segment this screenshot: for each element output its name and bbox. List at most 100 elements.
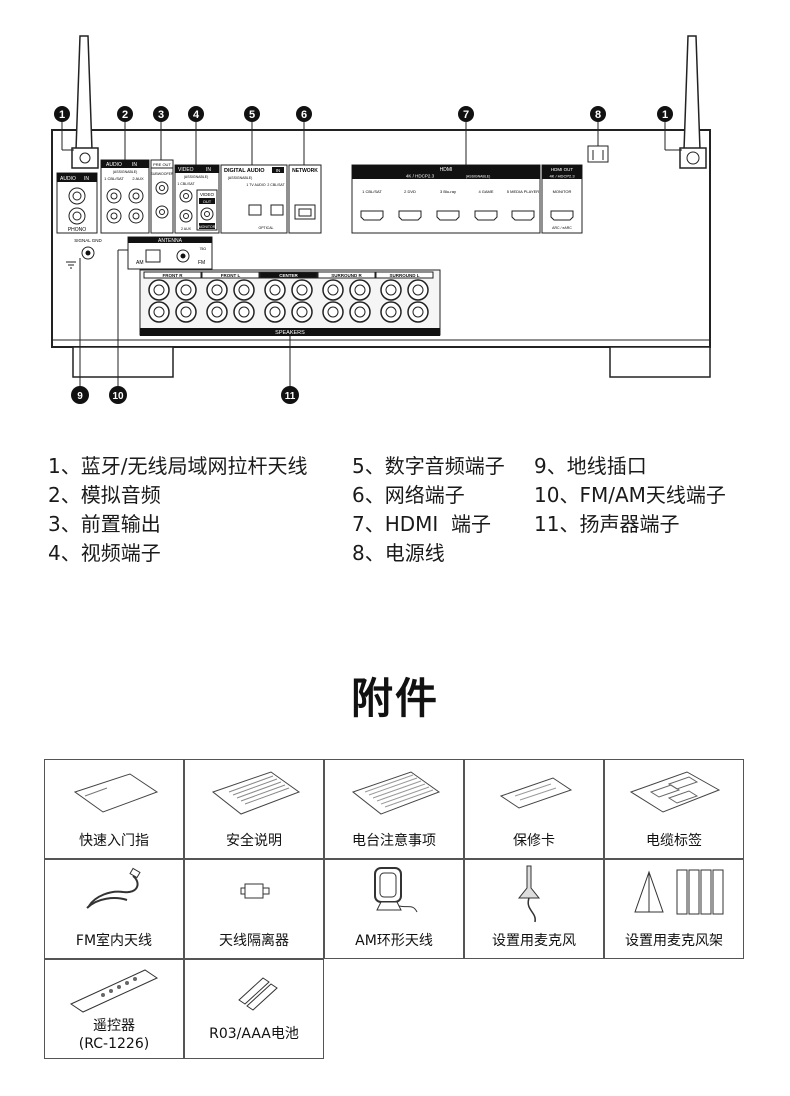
svg-text:IN: IN bbox=[276, 168, 281, 173]
svg-text:IN: IN bbox=[206, 167, 211, 173]
am-loop-antenna-icon bbox=[374, 867, 418, 913]
callout-markers-bottom: 9 10 11 bbox=[71, 386, 299, 404]
svg-text:AUDIO: AUDIO bbox=[106, 162, 122, 168]
legend-item-1: 1、蓝牙/无线局域网拉杆天线 bbox=[48, 454, 308, 478]
legend-item-7: 7、HDMI 端子 bbox=[352, 512, 492, 536]
svg-text:3 Blu-ray: 3 Blu-ray bbox=[440, 189, 456, 194]
svg-text:1 CBL/SAT: 1 CBL/SAT bbox=[177, 182, 195, 186]
accessory-safety-sheet: 安全说明 bbox=[184, 759, 324, 859]
svg-text:MONITOR: MONITOR bbox=[199, 225, 216, 229]
svg-text:HDMI: HDMI bbox=[440, 167, 453, 173]
svg-text:1 TV AUDIO: 1 TV AUDIO bbox=[246, 183, 265, 187]
legend-item-4: 4、视频端子 bbox=[48, 541, 161, 565]
svg-text:PRE OUT: PRE OUT bbox=[153, 162, 171, 167]
hdmi-out-block: HDMI OUT 4K / HDCP2.3 MONITOR ARC / eARC bbox=[541, 164, 583, 234]
accessory-label: 天线隔离器 bbox=[219, 933, 289, 949]
accessory-fm-antenna: FM室内天线 bbox=[44, 859, 184, 959]
speaker-group-label: CENTER bbox=[279, 273, 298, 278]
signal-gnd-block: SIGNAL GND bbox=[66, 238, 103, 269]
power-cord bbox=[587, 145, 609, 163]
accessory-label: R03/AAA电池 bbox=[209, 1026, 299, 1042]
accessory-am-loop-antenna: AM环形天线 bbox=[324, 859, 464, 959]
chassis-outline bbox=[51, 129, 711, 348]
accessory-microphone-stand: 设置用麦克风架 bbox=[604, 859, 744, 959]
svg-text:IN: IN bbox=[84, 176, 89, 182]
speaker-group-1: FRONT R bbox=[143, 271, 202, 323]
accessory-cable-label: 电缆标签 bbox=[604, 759, 744, 859]
connector-legend: 1、蓝牙/无线局域网拉杆天线 2、模拟音频 3、前置输出 4、视频端子 5、数字… bbox=[0, 450, 790, 580]
accessory-label: FM室内天线 bbox=[75, 933, 153, 949]
svg-text:FM: FM bbox=[198, 260, 205, 266]
speaker-group-label: FRONT R bbox=[163, 273, 184, 278]
svg-text:VIDEO: VIDEO bbox=[200, 192, 215, 197]
svg-text:HDMI OUT: HDMI OUT bbox=[551, 167, 573, 172]
svg-text:(ASSIGNABLE): (ASSIGNABLE) bbox=[466, 175, 491, 179]
callout-11: 11 bbox=[285, 391, 296, 402]
warranty-card-icon bbox=[499, 777, 573, 809]
svg-text:SUBWOOFER: SUBWOOFER bbox=[151, 172, 174, 176]
speaker-group-4: SURROUND R bbox=[317, 271, 376, 323]
accessory-remote-control: 遥控器 (RC-1226) bbox=[44, 959, 184, 1059]
pre-out-block: PRE OUT SUBWOOFER bbox=[150, 159, 174, 234]
notes-sheet-icon bbox=[351, 771, 441, 815]
left-antenna bbox=[71, 35, 99, 169]
accessories-title: 附件 bbox=[350, 674, 439, 723]
callout-1a: 1 bbox=[59, 109, 65, 121]
quick-guide-icon bbox=[73, 773, 159, 813]
speaker-group-2: FRONT L bbox=[201, 271, 260, 323]
callout-7: 7 bbox=[463, 109, 469, 121]
callout-4: 4 bbox=[193, 109, 200, 121]
svg-text:SPEAKERS: SPEAKERS bbox=[275, 330, 305, 336]
remote-control-icon bbox=[69, 969, 159, 1013]
svg-text:(ASSIGNABLE): (ASSIGNABLE) bbox=[228, 176, 253, 180]
safety-sheet-icon bbox=[211, 771, 301, 815]
callout-9: 9 bbox=[77, 391, 83, 402]
audio-assignable-block: AUDIO IN (ASSIGNABLE) 1 CBL/SAT 2 AUX bbox=[100, 159, 150, 234]
speakers-block: SPEAKERS FRONT R FRONT L CENTER SURROUND R S… bbox=[139, 269, 441, 336]
rear-panel-diagram: 1 2 3 4 5 6 7 8 1 AUDIO IN PHONO AUDIO I… bbox=[51, 35, 711, 404]
digital-audio-block: DIGITAL AUDIO IN (ASSIGNABLE) 1 TV AUDIO… bbox=[220, 164, 288, 234]
accessory-label: 设置用麦克风 bbox=[492, 933, 576, 949]
callout-3: 3 bbox=[158, 109, 164, 121]
svg-text:2 DVD: 2 DVD bbox=[404, 189, 416, 194]
accessory-label: 电缆标签 bbox=[646, 833, 702, 849]
accessory-notes-sheet: 电台注意事项 bbox=[324, 759, 464, 859]
svg-text:75Ω: 75Ω bbox=[199, 247, 206, 251]
speaker-group-label: SURROUND L bbox=[390, 273, 420, 278]
svg-text:4K / HDCP2.3: 4K / HDCP2.3 bbox=[406, 174, 435, 179]
svg-text:4K / HDCP2.3: 4K / HDCP2.3 bbox=[549, 174, 575, 179]
svg-text:ARC / eARC: ARC / eARC bbox=[552, 226, 572, 230]
callout-5: 5 bbox=[249, 109, 255, 121]
right-antenna bbox=[679, 35, 707, 169]
accessory-setup-microphone: 设置用麦克风 bbox=[464, 859, 604, 959]
legend-item-10: 10、FM/AM天线端子 bbox=[534, 483, 726, 507]
accessory-label: 快速入门指 bbox=[79, 833, 149, 849]
callout-1b: 1 bbox=[662, 109, 668, 121]
cable-label-icon bbox=[629, 771, 721, 813]
batteries-icon bbox=[238, 977, 278, 1011]
legend-item-9: 9、地线插口 bbox=[534, 454, 647, 478]
svg-text:VIDEO: VIDEO bbox=[178, 167, 194, 173]
accessory-antenna-isolator: 天线隔离器 bbox=[184, 859, 324, 959]
accessory-batteries: R03/AAA电池 bbox=[184, 959, 324, 1059]
legend-item-5: 5、数字音频端子 bbox=[352, 454, 505, 478]
legend-item-11: 11、扬声器端子 bbox=[534, 512, 680, 536]
svg-text:MONITOR: MONITOR bbox=[553, 189, 572, 194]
svg-text:SIGNAL GND: SIGNAL GND bbox=[74, 238, 102, 243]
setup-microphone-icon bbox=[517, 865, 541, 923]
hdmi-in-block: HDMI 4K / HDCP2.3 (ASSIGNABLE) 1 CBL/SAT… bbox=[351, 164, 541, 234]
network-block: NETWORK bbox=[288, 164, 322, 234]
svg-text:2 AUX: 2 AUX bbox=[132, 176, 144, 181]
legend-item-2: 2、模拟音频 bbox=[48, 483, 161, 507]
antenna-block: ANTENNA AM 75Ω FM bbox=[127, 236, 213, 270]
svg-text:5 MEDIA PLAYER: 5 MEDIA PLAYER bbox=[507, 189, 539, 194]
microphone-stand-icon bbox=[634, 869, 724, 915]
svg-text:4 GAME: 4 GAME bbox=[478, 189, 493, 194]
antenna-isolator-icon bbox=[240, 883, 270, 899]
svg-text:OPTICAL: OPTICAL bbox=[259, 226, 274, 230]
svg-text:DIGITAL AUDIO: DIGITAL AUDIO bbox=[224, 168, 265, 174]
svg-text:AM: AM bbox=[136, 260, 144, 266]
legend-item-8: 8、电源线 bbox=[352, 541, 445, 565]
callout-markers-top: 1 2 3 4 5 6 7 8 1 bbox=[54, 106, 673, 122]
svg-text:(ASSIGNABLE): (ASSIGNABLE) bbox=[113, 170, 138, 174]
